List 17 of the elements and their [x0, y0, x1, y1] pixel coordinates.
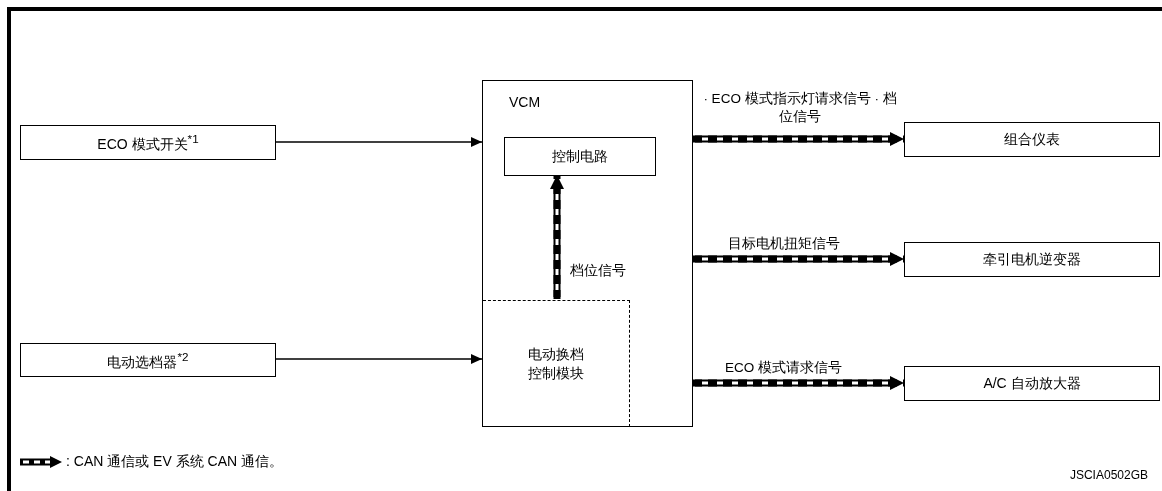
component-box — [504, 137, 656, 176]
component-box — [20, 125, 276, 160]
component-box — [904, 122, 1160, 157]
dashed-module-box — [483, 300, 630, 427]
node-label: 组合仪表 — [1004, 130, 1060, 149]
node-label: A/C 自动放大器 — [983, 374, 1081, 393]
component-box — [904, 366, 1160, 401]
node-label: 牵引电机逆变器 — [983, 250, 1081, 269]
node-label: 电动选档器$^{*2}$ — [107, 348, 189, 372]
legend-text: : CAN 通信或 EV 系统 CAN 通信。 — [66, 453, 284, 471]
component-box — [904, 242, 1160, 277]
node-label: ECO 模式开关$^{*1}$ — [97, 131, 199, 154]
node-label: 电动换档控制模块 — [527, 345, 585, 383]
node-label: VCM — [509, 93, 541, 112]
component-box — [20, 343, 276, 377]
node-label: 控制电路 — [552, 147, 608, 166]
figure-code: JSCIA0502GB — [1069, 468, 1148, 482]
